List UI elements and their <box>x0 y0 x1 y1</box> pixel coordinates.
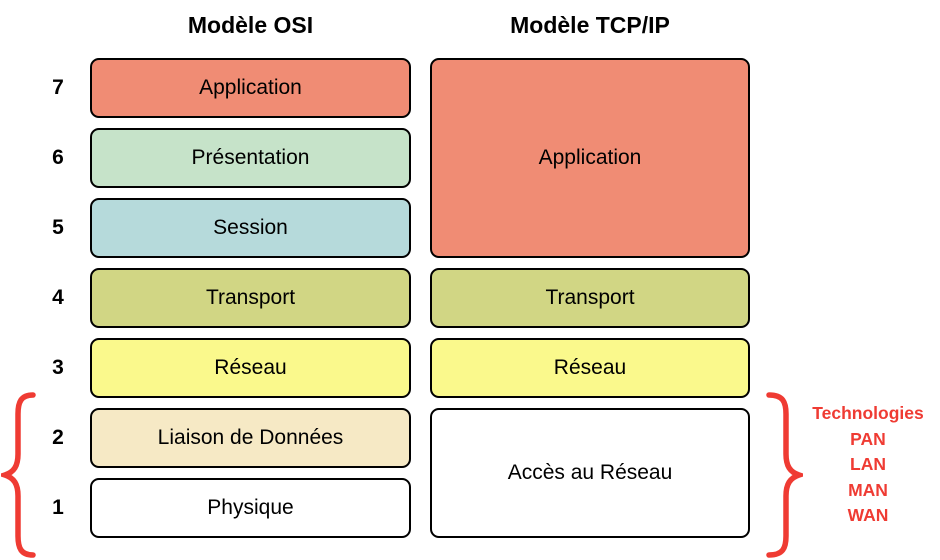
osi-layer-number-1: 1 <box>52 496 64 519</box>
osi-layer-number-5: 5 <box>52 216 64 239</box>
osi-layer-label: Session <box>213 216 288 239</box>
tcpip-layer-box-transport: Transport <box>430 268 750 328</box>
osi-layer-box-transport: Transport <box>90 268 411 328</box>
osi-layer-label: Liaison de Données <box>157 426 344 449</box>
tcpip-layer-box-application: Application <box>430 58 750 258</box>
right-curly-brace <box>766 392 803 558</box>
osi-layer-number-4: 4 <box>52 286 64 309</box>
technology-item-wan: WAN <box>847 505 889 525</box>
tcpip-layer-box-reseau: Réseau <box>430 338 750 398</box>
osi-layer-box-reseau: Réseau <box>90 338 411 398</box>
technology-item-lan: LAN <box>850 454 886 474</box>
tcpip-layer-label: Réseau <box>553 356 627 379</box>
osi-layer-number-7: 7 <box>52 76 64 99</box>
tcpip-layer-label: Application <box>538 146 642 169</box>
osi-layer-label: Présentation <box>191 146 310 169</box>
osi-layer-label: Transport <box>205 286 296 309</box>
technologies-annotation: Technologies PAN LAN MAN WAN <box>796 401 940 529</box>
osi-layer-box-application: Application <box>90 58 411 118</box>
tcpip-layer-label: Accès au Réseau <box>507 461 673 484</box>
osi-layer-number-6: 6 <box>52 146 64 169</box>
tcpip-model-title: Modèle TCP/IP <box>510 12 670 38</box>
left-curly-brace <box>1 392 36 558</box>
osi-layer-label: Application <box>199 76 302 99</box>
left-curly-brace-path <box>1 392 36 558</box>
tcpip-layer-label: Transport <box>545 286 635 309</box>
technology-item-man: MAN <box>848 479 888 500</box>
osi-layer-number-3: 3 <box>52 356 64 379</box>
tcpip-layer-box-acces-reseau: Accès au Réseau <box>430 408 750 538</box>
right-curly-brace-path <box>766 392 803 558</box>
osi-layer-box-physique: Physique <box>90 478 411 538</box>
technologies-heading: Technologies <box>812 403 924 423</box>
osi-layer-number-2: 2 <box>52 426 64 449</box>
osi-model-title: Modèle OSI <box>187 12 314 38</box>
osi-layer-box-liaison: Liaison de Données <box>90 408 411 468</box>
technology-item-pan: PAN <box>850 428 886 449</box>
osi-layer-label: Physique <box>207 496 294 519</box>
osi-layer-box-presentation: Présentation <box>90 128 411 188</box>
osi-layer-box-session: Session <box>90 198 411 258</box>
osi-layer-label: Réseau <box>214 356 287 379</box>
